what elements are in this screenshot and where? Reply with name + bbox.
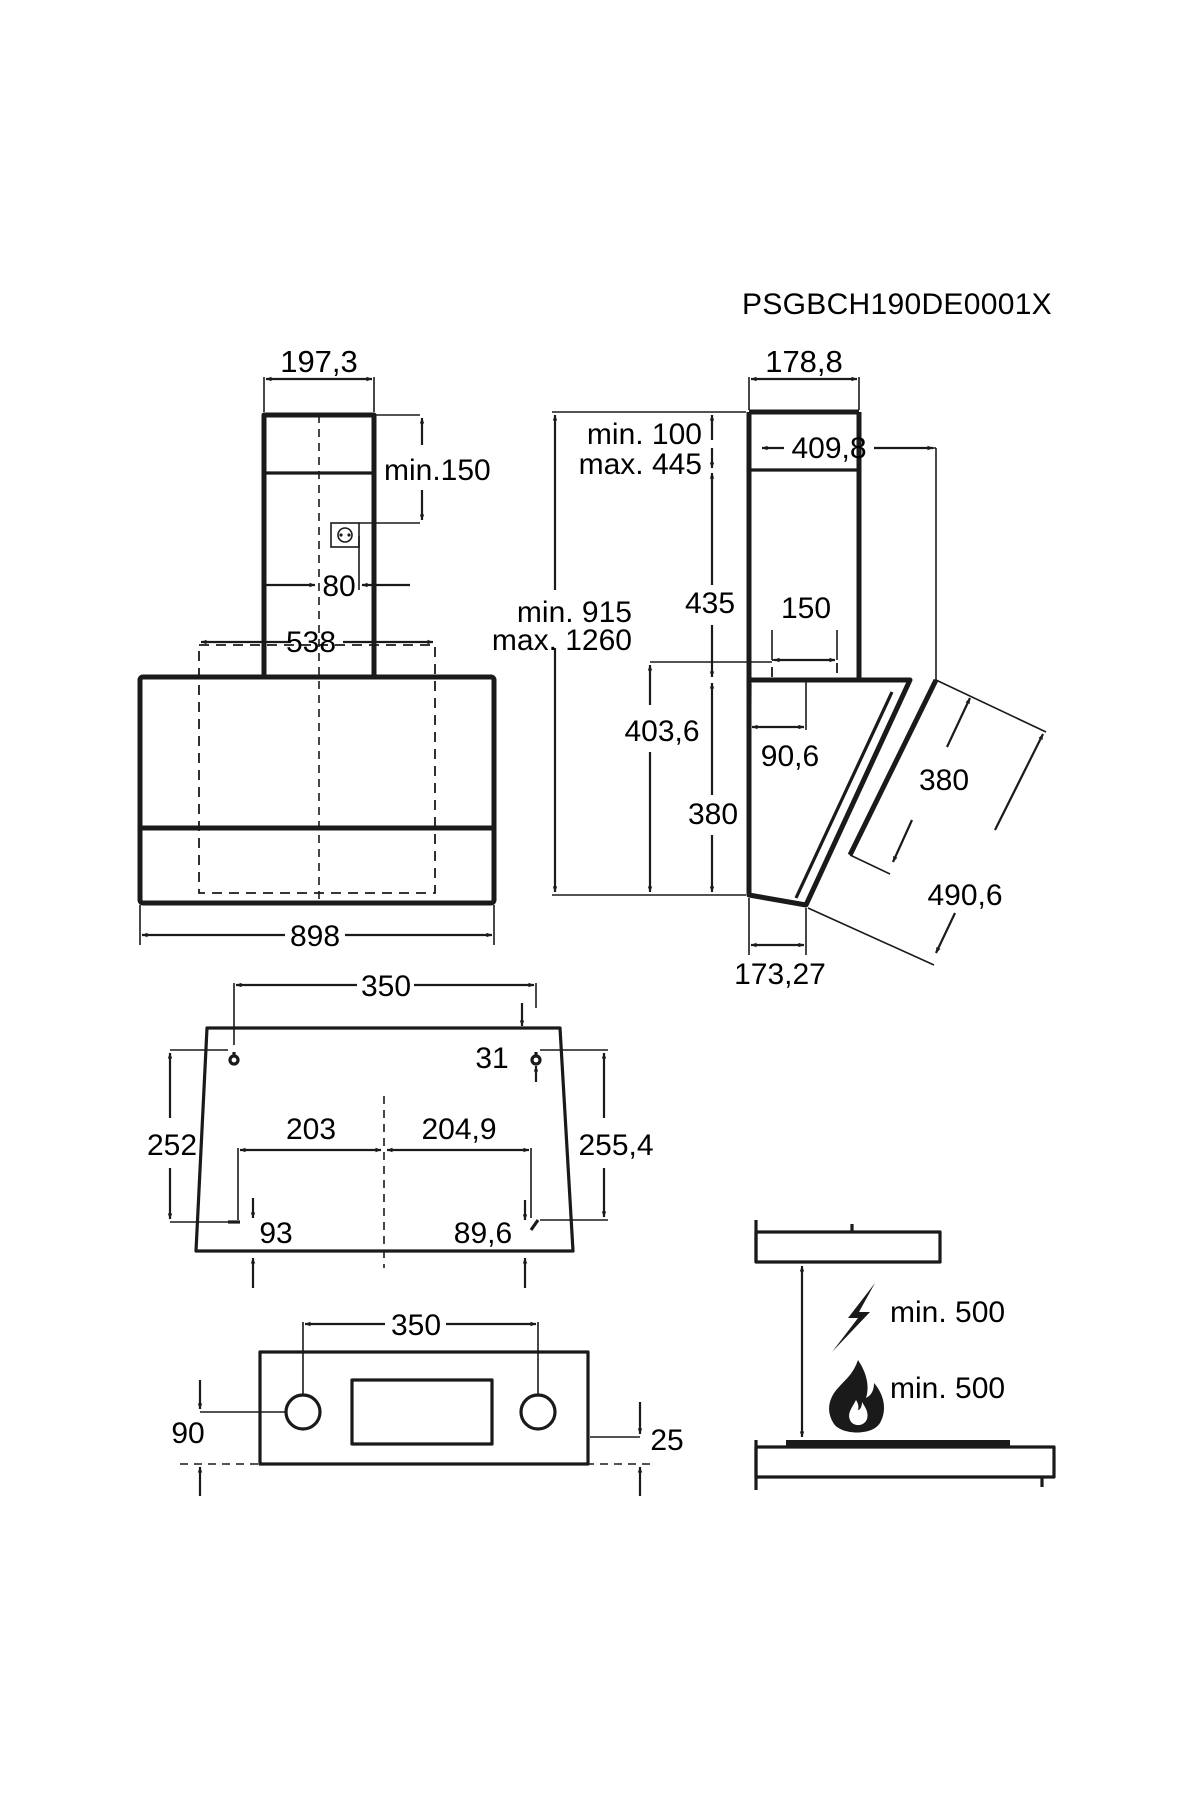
underside-hole-left-icon (284, 1393, 322, 1431)
socket-icon (330, 522, 360, 548)
socket-clearance-label: min.150 (384, 454, 491, 487)
side-top-width-label: 178,8 (765, 344, 843, 379)
lightning-icon (832, 1283, 875, 1352)
canopy-inner-height-label: 380 (688, 798, 738, 831)
underside-view: 350 90 25 (171, 1309, 684, 1496)
outlet-width-label: 150 (781, 592, 831, 625)
mounting-area-hidden (198, 644, 436, 894)
bracket-top-spacing-label: 350 (361, 970, 411, 1003)
bracket-offset-top-right-label: 31 (475, 1042, 508, 1075)
top-adjust-min-label: min. 100 (587, 418, 702, 451)
gas-clearance-label: min. 500 (890, 1372, 1005, 1405)
keyhole-right-icon (530, 1052, 542, 1066)
side-glass-panel (847, 678, 939, 857)
slot-right-icon (529, 1219, 540, 1231)
socket-offset-label: 80 (322, 570, 355, 603)
side-depth-label: 409,8 (791, 432, 866, 465)
bracket-view: 350 31 252 255,4 203 204,9 93 89,6 (147, 970, 654, 1288)
bracket-right-height-label: 255,4 (578, 1129, 653, 1162)
glass-outer-label: 490,6 (927, 879, 1002, 912)
underside-right-offset-label: 25 (650, 1424, 683, 1457)
underside-hole-right-icon (519, 1393, 557, 1431)
outlet-offset-label: 90,6 (761, 740, 819, 773)
total-height-min-label: min. 915 (517, 596, 632, 629)
model-code: PSGBCH190DE0001X (742, 288, 1052, 321)
underside-left-offset-label: 90 (171, 1417, 204, 1450)
chimney-width-label: 197,3 (280, 344, 358, 379)
chimney-height-label: 435 (685, 587, 735, 620)
bracket-left-height-label: 252 (147, 1129, 197, 1162)
side-glass-inner-edge (794, 691, 894, 899)
hood-profile (754, 1230, 942, 1264)
side-view: 178,8 409,8 min. 100 max. 445 435 min. 9… (492, 344, 1047, 991)
canopy-outer-height-label: 403,6 (624, 715, 699, 748)
glass-inner-label: 380 (919, 764, 969, 797)
front-view: min.150 80 538 197,3 898 (137, 344, 497, 953)
bracket-bottom-left-spacing-label: 203 (286, 1113, 336, 1146)
bracket-bottom-left-offset-label: 93 (259, 1217, 292, 1250)
underside-panel (350, 1378, 494, 1446)
bracket-bottom-right-offset-label: 89,6 (454, 1217, 512, 1250)
keyhole-left-icon (228, 1052, 240, 1066)
total-width-label: 898 (290, 920, 340, 953)
total-height-max-label: max. 1260 (492, 624, 632, 657)
top-adjust-max-label: max. 445 (579, 448, 702, 481)
bracket-bottom-right-spacing-label: 204,9 (421, 1113, 496, 1146)
side-outlet-hidden (771, 659, 838, 681)
hob-clearance-view: min. 500 min. 500 (754, 1220, 1056, 1490)
bracket-outline (194, 1026, 575, 1253)
underside-spacing-label: 350 (391, 1309, 441, 1342)
cooktop-surface (786, 1440, 1010, 1447)
bottom-depth-label: 173,27 (734, 958, 826, 991)
canopy-outline (137, 674, 497, 906)
hole-spacing-label: 538 (286, 626, 336, 659)
flame-icon (829, 1360, 885, 1433)
electric-clearance-label: min. 500 (890, 1296, 1005, 1329)
hob-profile (754, 1445, 1056, 1479)
